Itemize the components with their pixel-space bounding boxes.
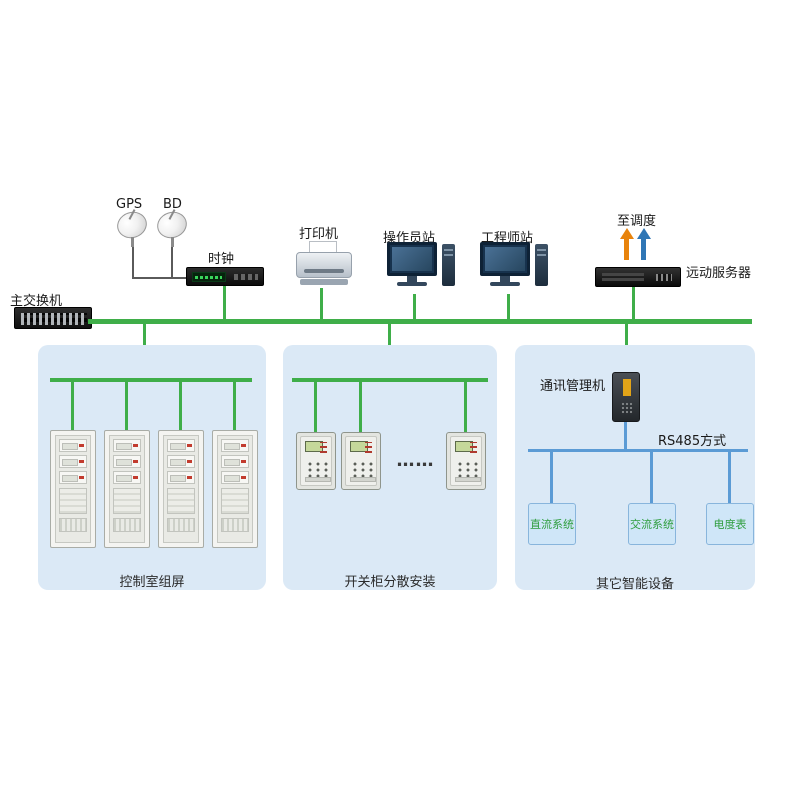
printer-base — [300, 279, 348, 285]
remote-server-icon — [595, 267, 681, 287]
monitor-foot — [490, 282, 520, 286]
gps-wire-line — [132, 247, 134, 278]
dc-system-drop-line — [550, 452, 553, 503]
control-room-caption: 控制室组屏 — [119, 575, 185, 590]
monitor-foot — [397, 282, 427, 286]
relay-drop-line — [314, 382, 317, 432]
clock-buttons — [234, 274, 258, 280]
control-cabinet-icon — [50, 430, 96, 548]
printer-slot — [304, 269, 344, 273]
control-cabinet-icon — [104, 430, 150, 548]
operator-workstation-icon — [387, 242, 457, 294]
panel-control-room: 控制室组屏 — [38, 345, 266, 590]
engineer-drop-line — [507, 294, 510, 320]
ac-system-drop-line — [650, 452, 653, 503]
control-cabinet-icon — [212, 430, 258, 548]
dish-stand — [131, 237, 134, 247]
antenna-wire-line — [132, 277, 186, 279]
dish-stand — [171, 237, 174, 247]
monitor-screen — [480, 242, 530, 276]
gps-label: GPS — [116, 197, 143, 212]
printer-body — [296, 252, 352, 278]
rs485-bus-line — [528, 449, 748, 452]
rs485-label: RS485方式 — [658, 434, 727, 449]
printer-drop-line — [320, 288, 323, 320]
bd-wire-line — [171, 247, 173, 278]
control-room-bus-line — [50, 378, 252, 382]
bd-antenna-icon — [153, 208, 191, 248]
printer-icon — [296, 241, 352, 287]
protection-relay-icon — [296, 432, 336, 490]
bd-label: BD — [163, 197, 182, 212]
printer-label: 打印机 — [299, 227, 339, 242]
cabinet-drop-line — [233, 382, 236, 430]
comm-to-rs485-line — [624, 422, 627, 449]
other-devices-caption: 其它智能设备 — [595, 577, 674, 592]
panel-other-devices: 通讯管理机 RS485方式 直流系统 交流系统 电度表 其它智能设备 — [515, 345, 755, 592]
comm-manager-icon — [612, 372, 640, 422]
clock-device-icon — [186, 267, 264, 286]
main-ethernet-bus-line — [88, 319, 752, 324]
clock-display — [192, 272, 226, 282]
relay-drop-line — [359, 382, 362, 432]
comm-manager-vents — [621, 402, 633, 415]
dispatch-up-arrow-orange-icon — [620, 228, 634, 260]
clock-label: 时钟 — [208, 252, 235, 267]
to-dispatch-label: 至调度 — [617, 214, 657, 229]
protection-relay-icon — [446, 432, 486, 490]
gps-antenna-icon — [113, 208, 151, 248]
cabinet-drop-line — [125, 382, 128, 430]
protection-relay-icon — [341, 432, 381, 490]
main-switch-label: 主交换机 — [10, 294, 63, 309]
dispatch-up-arrow-blue-icon — [637, 228, 651, 260]
comm-manager-label: 通讯管理机 — [540, 379, 606, 394]
switchgear-caption: 开关柜分散安装 — [344, 575, 436, 590]
clock-drop-line — [223, 286, 226, 320]
computer-tower — [442, 244, 455, 286]
main-switch-icon — [14, 307, 92, 329]
ac-system-box: 交流系统 — [628, 503, 676, 545]
ellipsis-more-devices: …… — [396, 450, 435, 471]
panel-switchgear: …… 开关柜分散安装 — [283, 345, 497, 590]
engineer-workstation-icon — [480, 242, 550, 294]
switchgear-bus-line — [292, 378, 488, 382]
remote-server-label: 远动服务器 — [686, 266, 752, 281]
dc-system-box: 直流系统 — [528, 503, 576, 545]
comm-manager-stripe — [623, 379, 631, 396]
monitor-neck — [500, 276, 510, 282]
control-cabinet-icon — [158, 430, 204, 548]
cabinet-drop-line — [179, 382, 182, 430]
operator-drop-line — [413, 294, 416, 320]
computer-tower — [535, 244, 548, 286]
cabinet-drop-line — [71, 382, 74, 430]
energy-meter-box: 电度表 — [706, 503, 754, 545]
monitor-neck — [407, 276, 417, 282]
monitor-screen — [387, 242, 437, 276]
server-drop-line — [632, 287, 635, 320]
meter-drop-line — [728, 452, 731, 503]
relay-drop-line — [464, 382, 467, 432]
